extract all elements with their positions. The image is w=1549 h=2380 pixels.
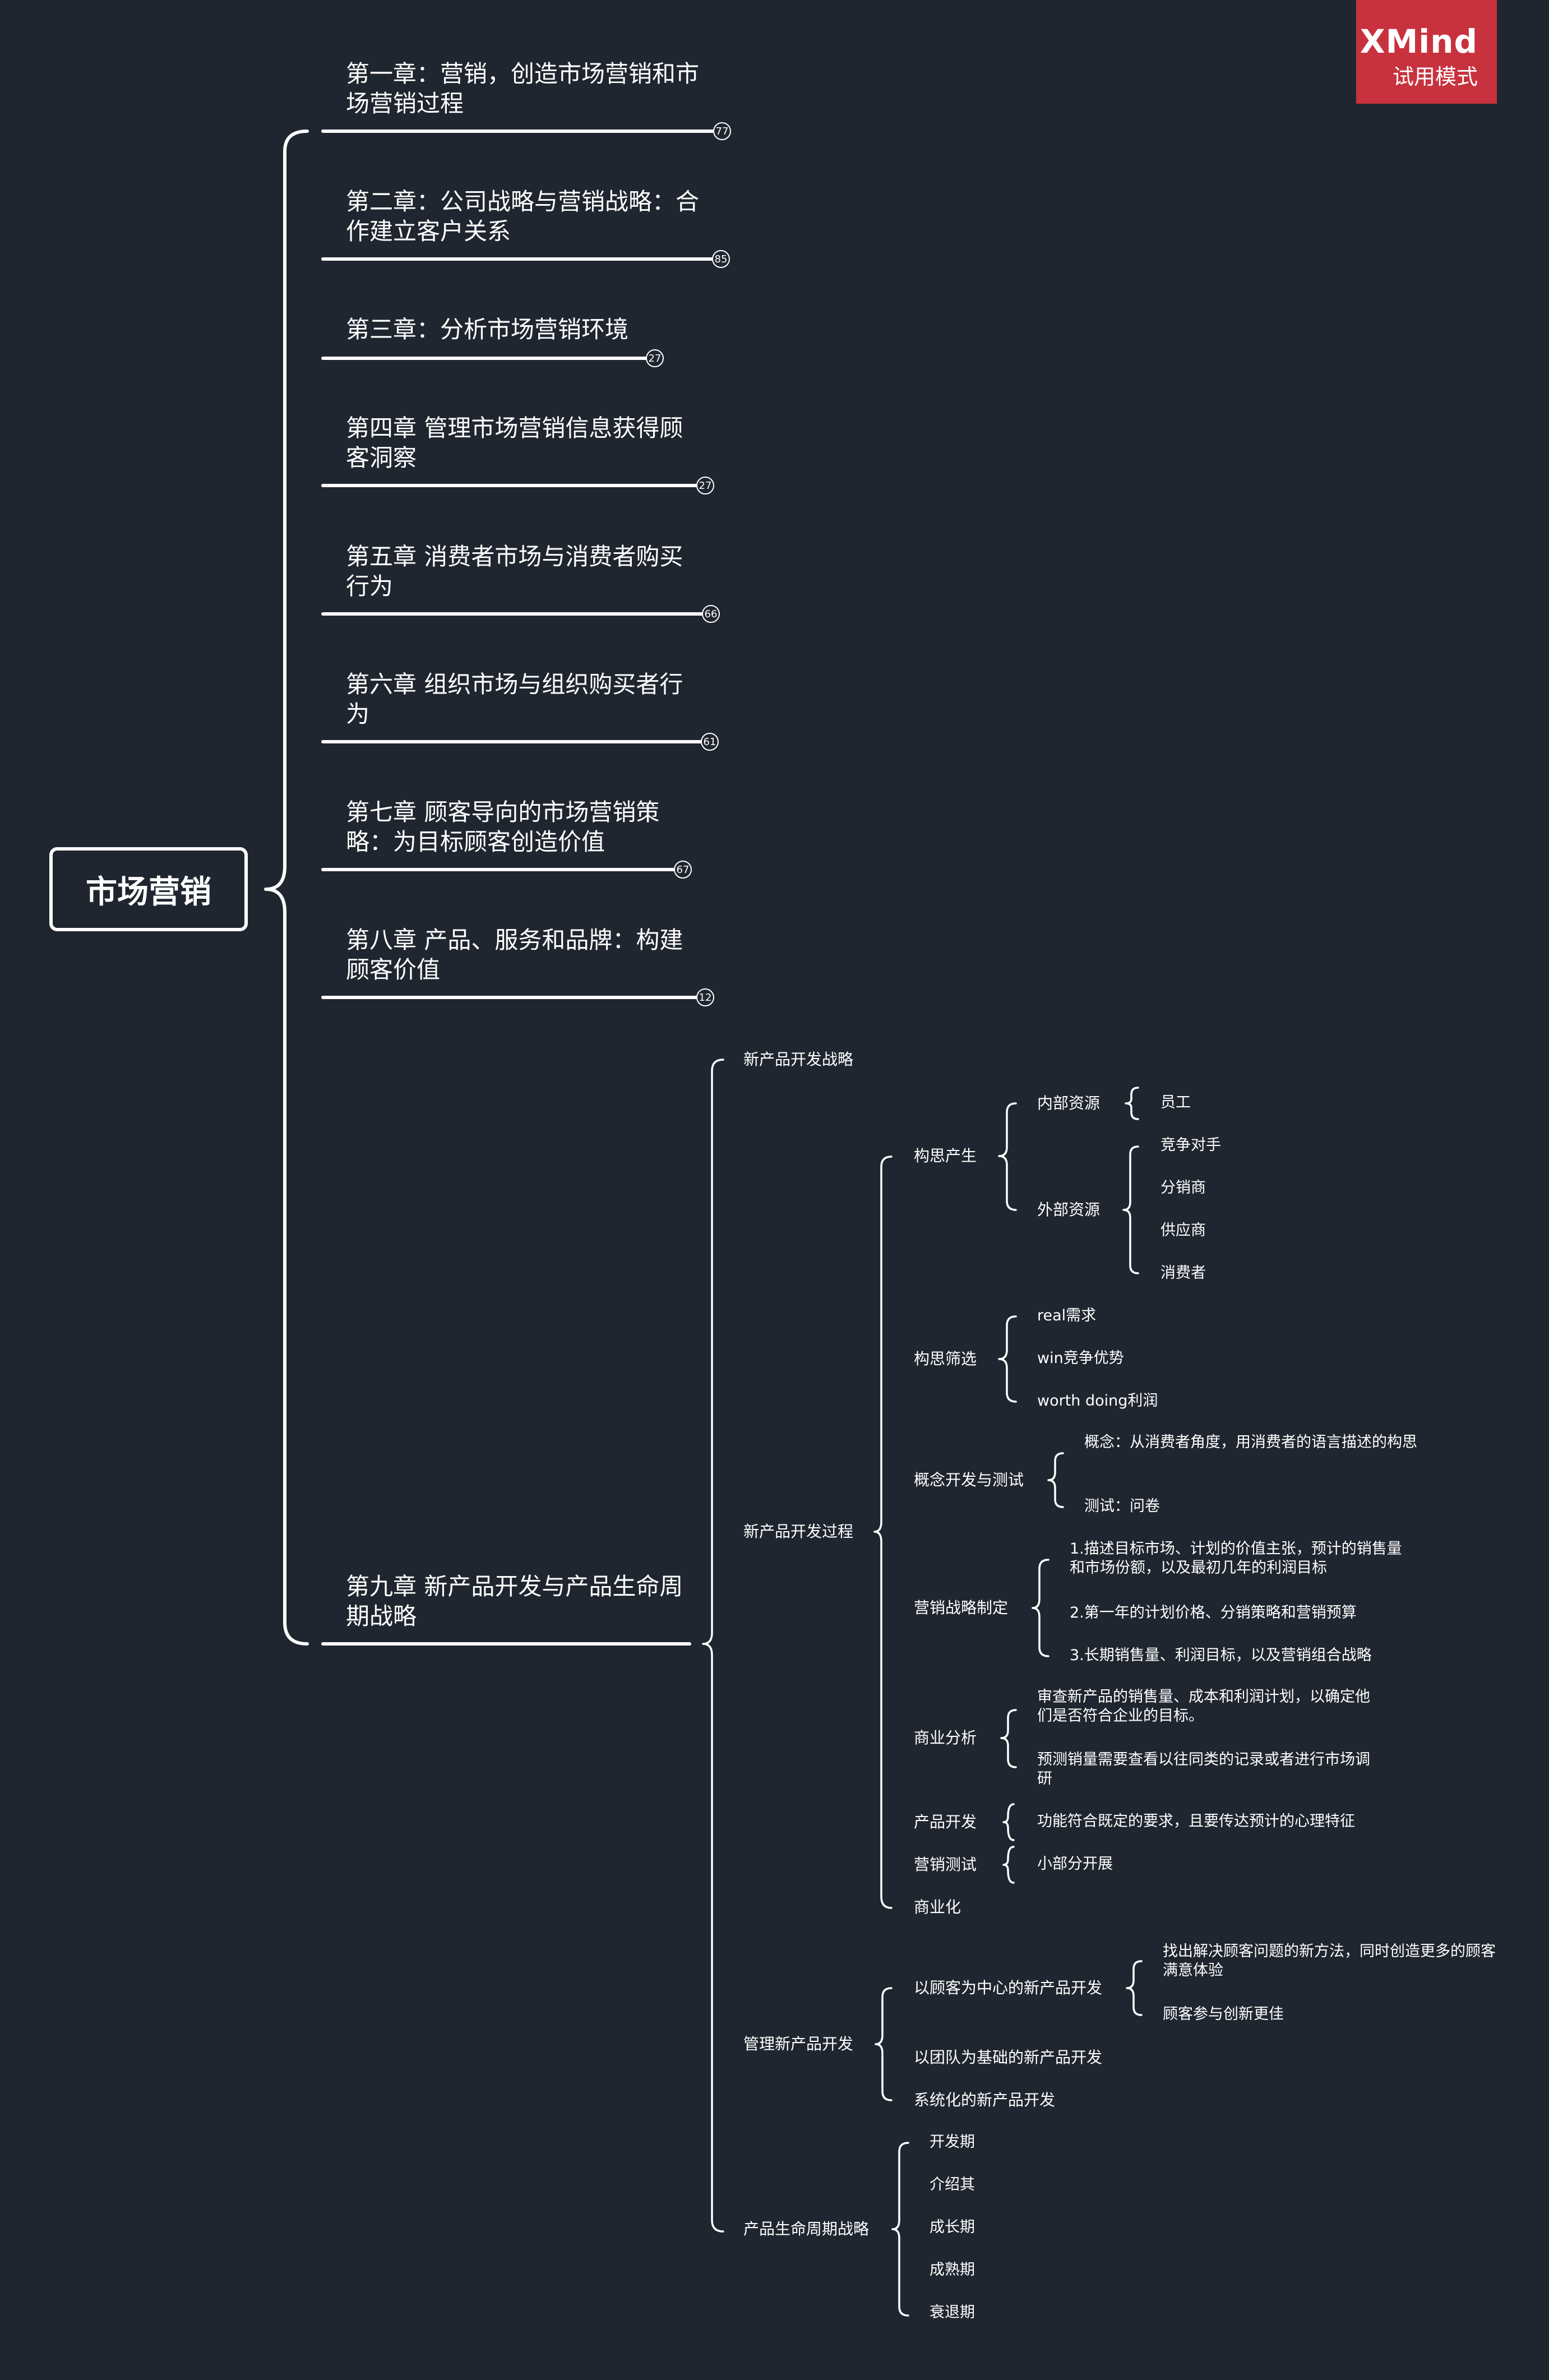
concept-test-topic[interactable]: 概念开发与测试: [914, 1471, 1024, 1489]
screening-item[interactable]: win竞争优势: [1037, 1350, 1124, 1367]
marketing-strategy-item[interactable]: 2.第一年的计划价格、分销策略和营销预算: [1070, 1604, 1357, 1621]
chapter-6-topic[interactable]: 第六章 组织市场与组织购买者行为: [346, 671, 683, 728]
internal-source-item[interactable]: 员工: [1160, 1094, 1191, 1111]
lifecycle-stage[interactable]: 成长期: [930, 2219, 975, 2236]
manage-new-product-topic[interactable]: 管理新产品开发: [743, 2035, 854, 2053]
lifecycle-stage[interactable]: 衰退期: [930, 2304, 975, 2321]
systematic-topic[interactable]: 系统化的新产品开发: [914, 2091, 1056, 2109]
screening-item[interactable]: real需求: [1037, 1307, 1097, 1324]
idea-screening-topic[interactable]: 构思筛选: [914, 1350, 977, 1368]
customer-centric-topic[interactable]: 以顾客为中心的新产品开发: [914, 1979, 1103, 1997]
business-analysis-item[interactable]: 审查新产品的销售量、成本和利润计划，以确定他们是否符合企业的目标。: [1037, 1688, 1370, 1725]
commercialization-topic[interactable]: 商业化: [914, 1898, 961, 1916]
external-source-item[interactable]: 分销商: [1160, 1179, 1206, 1196]
lifecycle-stage[interactable]: 开发期: [930, 2133, 975, 2151]
marketing-test-item[interactable]: 小部分开展: [1037, 1855, 1113, 1873]
external-source-item[interactable]: 消费者: [1160, 1264, 1206, 1282]
chapter-1-count-badge[interactable]: 77: [713, 122, 731, 140]
product-development-topic[interactable]: 产品开发: [914, 1813, 977, 1831]
screening-item[interactable]: worth doing利润: [1037, 1392, 1158, 1409]
new-product-process-topic[interactable]: 新产品开发过程: [743, 1522, 854, 1541]
marketing-strategy-item[interactable]: 1.描述目标市场、计划的价值主张，预计的销售量和市场份额，以及最初几年的利润目标: [1070, 1540, 1402, 1577]
marketing-strategy-item[interactable]: 3.长期销售量、利润目标，以及营销组合战略: [1070, 1647, 1372, 1664]
chapter-7-count-badge[interactable]: 67: [674, 861, 692, 879]
chapter-4-topic[interactable]: 第四章 管理市场营销信息获得顾客洞察: [346, 414, 683, 472]
chapter-3-topic[interactable]: 第三章：分析市场营销环境: [346, 316, 629, 343]
business-analysis-item[interactable]: 预测销量需要查看以往同类的记录或者进行市场调研: [1037, 1751, 1370, 1787]
chapter-8-count-badge[interactable]: 12: [696, 988, 714, 1006]
new-product-strategy-topic[interactable]: 新产品开发战略: [743, 1050, 854, 1069]
chapter-9-topic[interactable]: 第九章 新产品开发与产品生命周期战略: [346, 1573, 683, 1630]
lifecycle-stage[interactable]: 介绍其: [930, 2176, 975, 2193]
team-based-topic[interactable]: 以团队为基础的新产品开发: [914, 2048, 1103, 2067]
chapter-4-count-badge[interactable]: 27: [696, 477, 714, 495]
lifecycle-stage[interactable]: 成熟期: [930, 2261, 975, 2279]
marketing-test-topic[interactable]: 营销测试: [914, 1855, 977, 1874]
marketing-strategy-topic[interactable]: 营销战略制定: [914, 1598, 1009, 1617]
xmind-logo-text: XMind: [1360, 22, 1478, 61]
chapter-5-topic[interactable]: 第五章 消费者市场与消费者购买行为: [346, 543, 683, 600]
trial-mode-label: 试用模式: [1392, 64, 1478, 89]
concept-item[interactable]: 概念：从消费者角度，用消费者的语言描述的构思: [1084, 1434, 1417, 1451]
root-topic[interactable]: 市场营销: [49, 847, 248, 931]
chapter-7-topic[interactable]: 第七章 顾客导向的市场营销策略：为目标顾客创造价值: [346, 798, 660, 856]
customer-centric-item[interactable]: 顾客参与创新更佳: [1163, 2005, 1284, 2023]
concept-item[interactable]: 测试：问卷: [1084, 1498, 1160, 1515]
external-source-item[interactable]: 供应商: [1160, 1222, 1206, 1239]
chapter-2-count-badge[interactable]: 85: [712, 250, 730, 268]
chapter-3-count-badge[interactable]: 27: [646, 349, 664, 367]
chapter-6-count-badge[interactable]: 61: [701, 733, 719, 751]
external-source-item[interactable]: 竞争对手: [1160, 1136, 1221, 1154]
xmind-trial-watermark: XMind 试用模式: [1356, 0, 1497, 104]
chapter-5-count-badge[interactable]: 66: [702, 605, 720, 623]
chapter-8-topic[interactable]: 第八章 产品、服务和品牌：构建顾客价值: [346, 926, 683, 983]
external-sources-topic[interactable]: 外部资源: [1037, 1200, 1101, 1219]
chapter-2-topic[interactable]: 第二章：公司战略与营销战略：合作建立客户关系: [346, 188, 700, 245]
idea-generation-topic[interactable]: 构思产生: [914, 1147, 977, 1165]
lifecycle-strategy-topic[interactable]: 产品生命周期战略: [743, 2220, 870, 2238]
chapter-1-topic[interactable]: 第一章：营销，创造市场营销和市场营销过程: [346, 60, 700, 117]
business-analysis-topic[interactable]: 商业分析: [914, 1729, 977, 1747]
internal-sources-topic[interactable]: 内部资源: [1037, 1094, 1101, 1112]
customer-centric-item[interactable]: 找出解决顾客问题的新方法，同时创造更多的顾客满意体验: [1163, 1943, 1496, 1979]
product-development-item[interactable]: 功能符合既定的要求，且要传达预计的心理特征: [1037, 1813, 1355, 1830]
